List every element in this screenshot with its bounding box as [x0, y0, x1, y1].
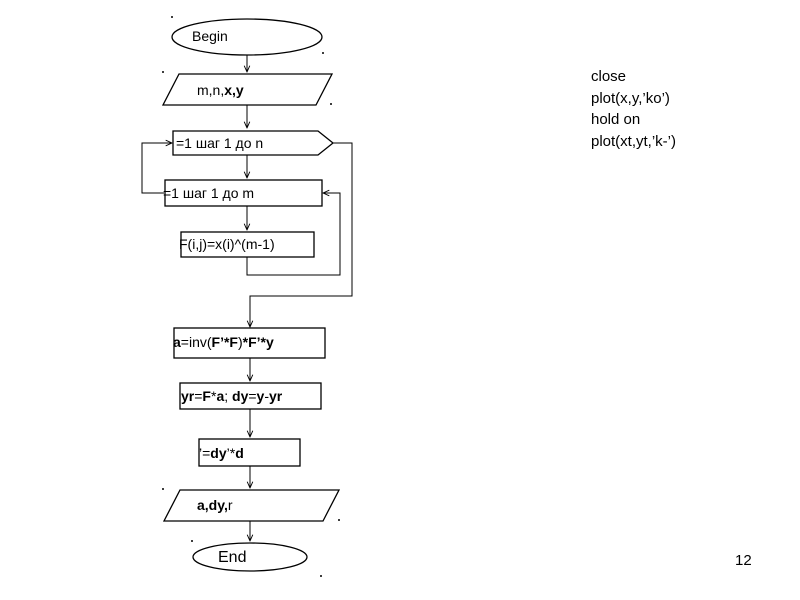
calc-yr-part: y [257, 388, 265, 404]
flow-connectors [141, 55, 353, 541]
calc-yr-part: - [264, 388, 269, 404]
input-label: m,n,x,y [197, 82, 244, 98]
calc-r-part: dy [210, 445, 227, 461]
code-line: plot(x,y,’ko’) [591, 89, 670, 107]
decorative-dots [162, 16, 340, 577]
calc-yr-part: = [194, 388, 202, 404]
output-parallelogram: a,dy,r [162, 489, 341, 522]
calc-a-label: a=inv(F’*F)*F’*y [173, 334, 274, 350]
calc-a-part: *F’*y [243, 334, 274, 350]
page-number: 12 [735, 552, 752, 569]
input-label-prefix: m,n, [197, 82, 224, 98]
end-label: End [218, 549, 246, 566]
inner-loop-block: =1 шаг 1 до m [163, 179, 323, 207]
calc-r-block: ’=dy’*d [198, 438, 301, 467]
code-line: hold on [591, 111, 641, 128]
calc-a-part: ) [238, 334, 243, 350]
outer-loop-block: =1 шаг 1 до n [172, 130, 335, 156]
calc-r-part: d [235, 445, 244, 461]
output-label-suffix: r [228, 497, 233, 513]
calc-a-part: a [173, 334, 181, 350]
calc-yr-block: yr=F*a; dy=y-yr [179, 382, 322, 410]
calc-yr-part: yr [269, 388, 283, 404]
calc-r-part: ’= [199, 445, 210, 461]
inner-loop-label: =1 шаг 1 до m [163, 185, 254, 201]
calc-yr-part: dy [232, 388, 249, 404]
calc-r-label: ’=dy’*d [199, 445, 244, 461]
calc-a-block: a=inv(F’*F)*F’*y [173, 327, 326, 359]
end-terminator: End [192, 542, 308, 572]
outer-loop-label: =1 шаг 1 до n [176, 135, 263, 151]
calc-yr-part: ; [224, 388, 232, 404]
begin-terminator: Begin [171, 18, 323, 56]
calc-a-part: =inv( [181, 334, 212, 350]
assign-f-block: F(i,j)=x(i)^(m-1) [179, 231, 315, 258]
assign-f-label: F(i,j)=x(i)^(m-1) [179, 236, 275, 252]
calc-yr-part: = [248, 388, 256, 404]
calc-a-part: F’*F [212, 334, 239, 350]
calc-yr-part: * [211, 388, 217, 404]
calc-yr-part: a [216, 388, 224, 404]
calc-r-part: ’* [227, 445, 236, 461]
output-label: a,dy,r [197, 497, 233, 513]
calc-yr-part: yr [181, 388, 195, 404]
output-label-vars: a,dy, [197, 497, 228, 513]
input-parallelogram: m,n,x,y [161, 73, 334, 106]
code-line: plot(xt,yt,’k-’) [591, 132, 677, 150]
begin-label: Begin [192, 28, 228, 44]
input-label-vars: x,y [224, 82, 244, 98]
code-line: close [591, 68, 627, 85]
calc-yr-part: F [202, 388, 211, 404]
code-snippet: close plot(x,y,’ko’) hold on plot(xt,yt,… [591, 66, 676, 152]
calc-yr-label: yr=F*a; dy=y-yr [181, 388, 283, 404]
